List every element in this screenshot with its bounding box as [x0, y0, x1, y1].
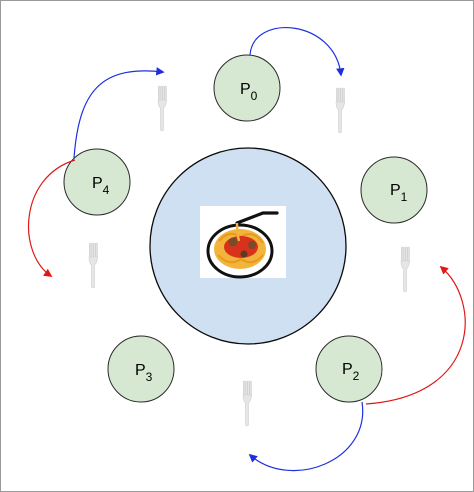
arrow-p2-to-right-fork — [365, 265, 466, 405]
philosopher-p0-label: P0 — [240, 81, 258, 103]
philosopher-p1-label: P1 — [390, 182, 408, 204]
fork-icon — [400, 246, 410, 293]
fork-icon — [335, 87, 345, 134]
spaghetti-bowl-icon — [200, 206, 286, 279]
philosopher-p0: P0 — [213, 54, 281, 122]
philosopher-p3-label: P3 — [135, 362, 153, 384]
philosopher-p1: P1 — [360, 156, 428, 224]
philosopher-p2-label: P2 — [342, 361, 360, 383]
fork-icon — [157, 85, 167, 132]
arrow-p4-to-left-fork — [27, 159, 76, 277]
philosopher-p3: P3 — [107, 335, 175, 403]
fork-icon — [88, 242, 98, 289]
philosopher-p2: P2 — [315, 335, 383, 403]
arrow-p4-to-top-fork — [73, 67, 165, 159]
arrow-p0-to-right-fork — [249, 27, 345, 77]
arrow-p2-to-bottom-fork — [248, 401, 364, 472]
philosopher-p4: P4 — [63, 148, 131, 216]
philosopher-p4-label: P4 — [92, 175, 110, 197]
fork-icon — [242, 380, 252, 427]
